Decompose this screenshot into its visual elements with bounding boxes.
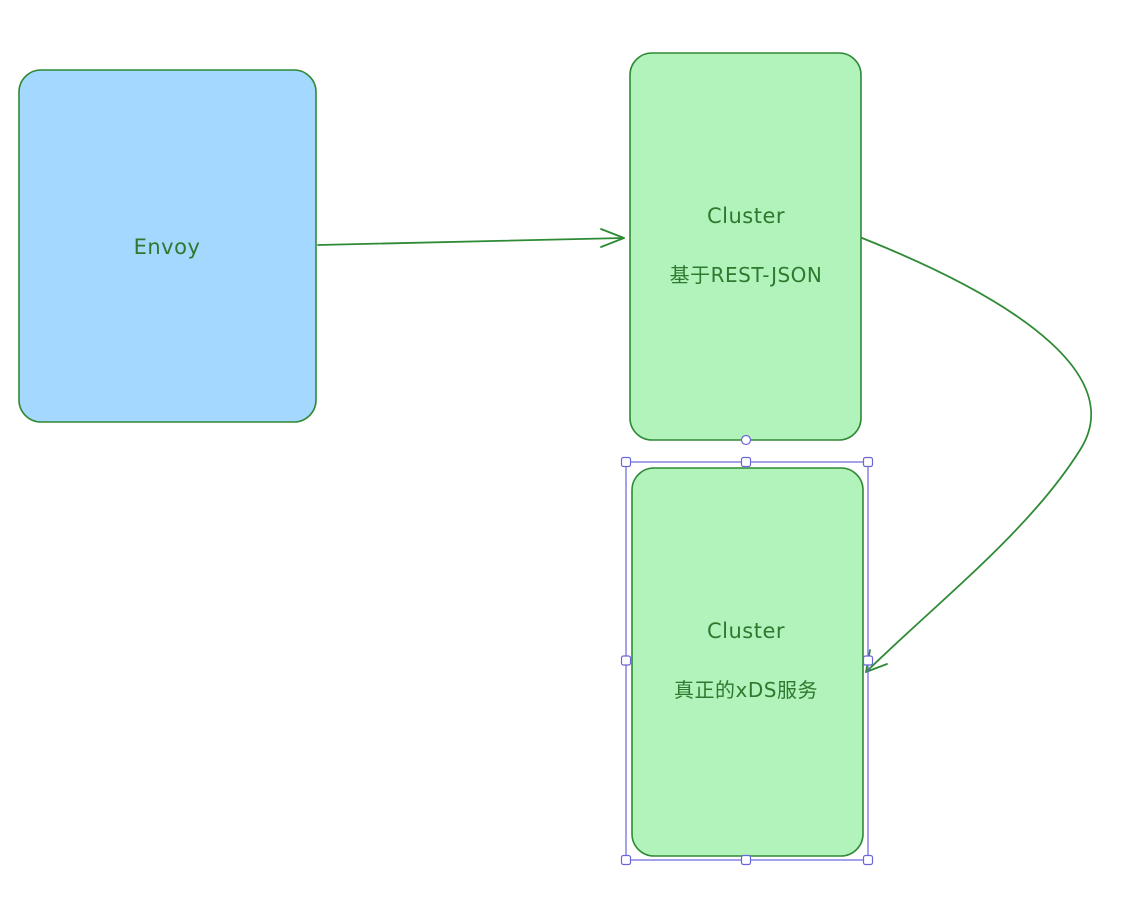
resize-handle-top-right[interactable] [862,456,874,468]
resize-handle-bottom-left[interactable] [620,854,632,866]
envoy-label: Envoy [134,235,201,259]
cluster-xds-node[interactable]: Cluster 真正的xDS服务 [631,467,864,857]
cluster-xds-title: Cluster [707,619,785,643]
resize-handle-bottom-middle[interactable] [740,854,752,866]
arrow-envoy-to-cluster-rest-line[interactable] [317,237,625,246]
cluster-rest-subtitle: 基于REST-JSON [670,263,823,287]
arrow-envoy-to-cluster-rest[interactable] [317,228,625,248]
arrow-cluster-rest-to-cluster-xds[interactable] [861,237,1092,673]
arrow-envoy-to-cluster-rest-head [600,228,625,248]
rotation-handle[interactable] [740,434,752,446]
resize-handle-middle-right[interactable] [862,655,874,666]
resize-handle-bottom-right[interactable] [862,854,874,866]
cluster-rest-node[interactable]: Cluster 基于REST-JSON [629,52,862,441]
arrow-cluster-rest-to-cluster-xds-line[interactable] [861,237,1092,673]
cluster-rest-title: Cluster [707,204,785,228]
cluster-xds-box[interactable] [631,467,864,857]
envoy-node[interactable]: Envoy [18,69,317,423]
cluster-xds-subtitle: 真正的xDS服务 [674,678,818,702]
envoy-box[interactable] [18,69,317,423]
resize-handle-top-left[interactable] [620,456,632,468]
selection-frame[interactable] [620,434,874,866]
resize-handle-top-middle[interactable] [740,456,752,468]
resize-handle-middle-left[interactable] [620,655,632,666]
cluster-rest-box[interactable] [629,52,862,441]
